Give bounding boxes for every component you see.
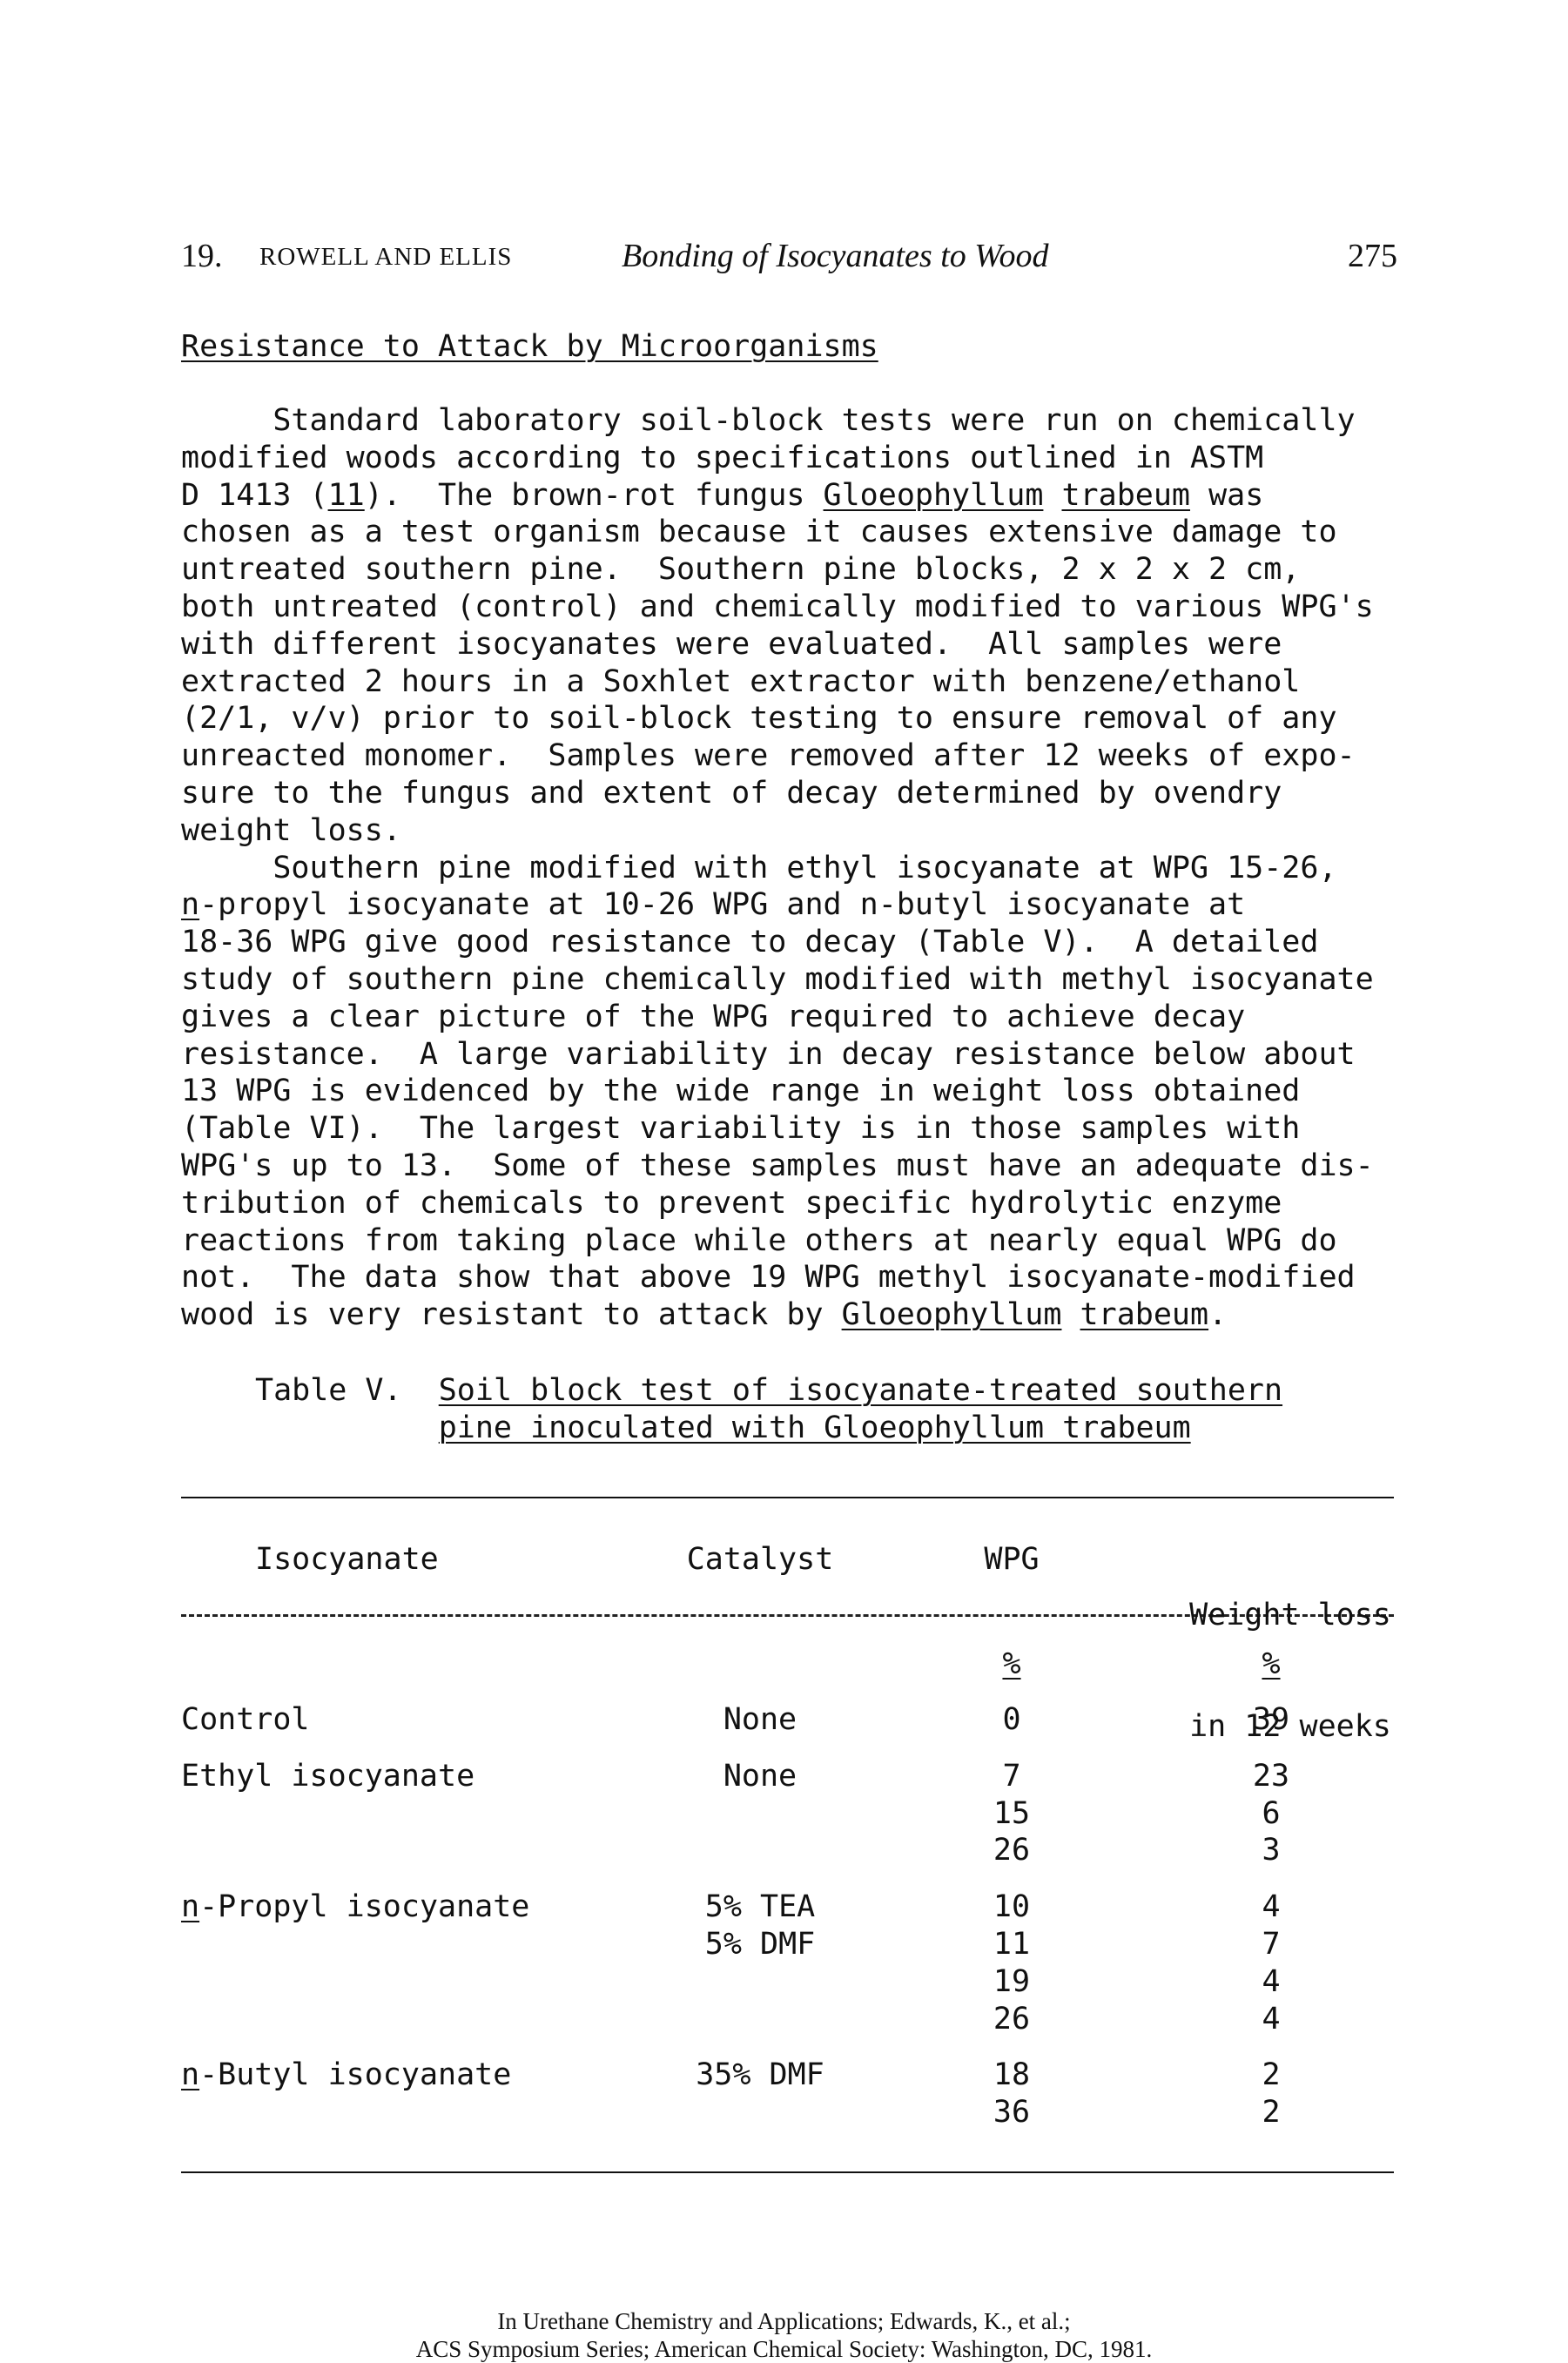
footer-line-2: ACS Symposium Series; American Chemical … <box>415 2336 1153 2362</box>
table-header-rule <box>181 1614 1394 1617</box>
running-head-title: Bonding of Isocyanates to Wood <box>622 238 1049 274</box>
table-cell-isocyanate: Ethyl isocyanate <box>181 1758 475 1794</box>
body-line: wood is very resistant to attack by Gloe… <box>181 1297 1228 1333</box>
body-line: resistance. A large variability in decay… <box>181 1036 1356 1072</box>
table-cell-weight-loss: 3 <box>1262 1833 1281 1868</box>
chapter-number: 19. <box>181 238 223 274</box>
body-line: (2/1, v/v) prior to soil-block testing t… <box>181 701 1337 737</box>
section-heading: Resistance to Attack by Microorganisms <box>181 329 878 364</box>
body-line: (Table VI). The largest variability is i… <box>181 1111 1301 1147</box>
body-line: 18-36 WPG give good resistance to decay … <box>181 925 1319 960</box>
body-line: reactions from taking place while others… <box>181 1222 1337 1258</box>
table-cell-isocyanate: Control <box>181 1702 310 1737</box>
body-line: not. The data show that above 19 WPG met… <box>181 1260 1356 1296</box>
body-line: 13 WPG is evidenced by the wide range in… <box>181 1074 1301 1109</box>
table-cell-catalyst: 5% DMF <box>704 1927 816 1962</box>
table-cell-weight-loss: 4 <box>1262 1963 1281 1999</box>
body-line: D 1413 (11). The brown-rot fungus Gloeop… <box>181 477 1264 513</box>
table-caption-line-1: Soil block test of isocyanate-treated so… <box>438 1373 1283 1408</box>
table-cell-catalyst: 35% DMF <box>696 2057 824 2093</box>
table-cell-weight-loss: 4 <box>1262 2001 1281 2036</box>
table-cell-weight-loss: 2 <box>1262 2057 1281 2093</box>
table-cell-weight-loss: 7 <box>1262 1927 1281 1962</box>
column-header-wpg: WPG <box>984 1542 1040 1577</box>
column-header-weight-loss-line-2: in 12 weeks <box>1189 1708 1391 1744</box>
table-cell-isocyanate: n-Butyl isocyanate <box>181 2057 512 2093</box>
table-label: Table V. <box>255 1373 402 1408</box>
table-caption-line-2: pine inoculated with Gloeophyllum trabeu… <box>438 1410 1191 1445</box>
table-cell-wpg: 0 <box>1002 1702 1021 1737</box>
table-cell-wpg: 26 <box>993 1833 1031 1868</box>
footer-line-1: In Urethane Chemistry and Applications; … <box>497 2308 1071 2334</box>
body-text: Standard laboratory soil-block tests wer… <box>181 402 1417 1334</box>
table-caption: Table V. Soil block test of isocyanate-t… <box>255 1372 1282 1447</box>
table-cell-weight-loss: 2 <box>1262 2095 1281 2131</box>
table-cell-wpg: 36 <box>993 2095 1031 2131</box>
body-line: with different isocyanates were evaluate… <box>181 626 1282 662</box>
body-line: chosen as a test organism because it cau… <box>181 515 1337 550</box>
column-header-isocyanate: Isocyanate <box>255 1542 439 1577</box>
table-cell-wpg: 10 <box>993 1889 1031 1925</box>
page-footer: In Urethane Chemistry and Applications; … <box>0 2307 1568 2363</box>
body-line: sure to the fungus and extent of decay d… <box>181 775 1282 811</box>
body-line: extracted 2 hours in a Soxhlet extractor… <box>181 663 1301 699</box>
table-cell-wpg: 15 <box>993 1795 1031 1831</box>
column-header-catalyst: Catalyst <box>686 1542 834 1577</box>
table-cell-catalyst: None <box>723 1702 797 1737</box>
table-cell-weight-loss: 6 <box>1262 1795 1281 1831</box>
unit-weight-loss: % <box>1262 1646 1281 1681</box>
table-cell-catalyst: None <box>723 1758 797 1794</box>
page-number: 275 <box>1348 238 1397 274</box>
body-line: study of southern pine chemically modifi… <box>181 961 1374 997</box>
body-line: both untreated (control) and chemically … <box>181 589 1374 624</box>
table-top-rule <box>181 1497 1394 1498</box>
body-line: gives a clear picture of the WPG require… <box>181 999 1246 1034</box>
table-cell-wpg: 7 <box>1002 1758 1021 1794</box>
body-line: untreated southern pine. Southern pine b… <box>181 552 1301 588</box>
running-head-authors: ROWELL AND ELLIS <box>259 243 513 271</box>
table-cell-weight-loss: 23 <box>1252 1758 1290 1794</box>
body-line: Standard laboratory soil-block tests wer… <box>181 403 1356 438</box>
body-line: unreacted monomer. Samples were removed … <box>181 738 1356 774</box>
unit-wpg: % <box>1002 1646 1021 1681</box>
table-cell-catalyst: 5% TEA <box>704 1889 816 1925</box>
table-cell-weight-loss: 4 <box>1262 1889 1281 1925</box>
column-header-weight-loss-line-1: Weight loss <box>1189 1597 1391 1633</box>
body-line: tribution of chemicals to prevent specif… <box>181 1185 1282 1221</box>
body-line: n-propyl isocyanate at 10-26 WPG and n-b… <box>181 887 1246 923</box>
table-cell-wpg: 19 <box>993 1963 1031 1999</box>
table-cell-wpg: 18 <box>993 2057 1031 2093</box>
table-cell-wpg: 26 <box>993 2001 1031 2036</box>
table-bottom-rule <box>181 2171 1394 2173</box>
column-header-weight-loss: Weight loss in 12 weeks <box>1177 1522 1403 1783</box>
table-cell-isocyanate: n-Propyl isocyanate <box>181 1889 530 1925</box>
body-line: weight loss. <box>181 812 401 848</box>
table-cell-weight-loss: 39 <box>1252 1702 1290 1737</box>
body-line: Southern pine modified with ethyl isocya… <box>181 850 1337 885</box>
body-line: WPG's up to 13. Some of these samples mu… <box>181 1148 1374 1183</box>
body-line: modified woods according to specificatio… <box>181 440 1264 475</box>
table-cell-wpg: 11 <box>993 1927 1031 1962</box>
